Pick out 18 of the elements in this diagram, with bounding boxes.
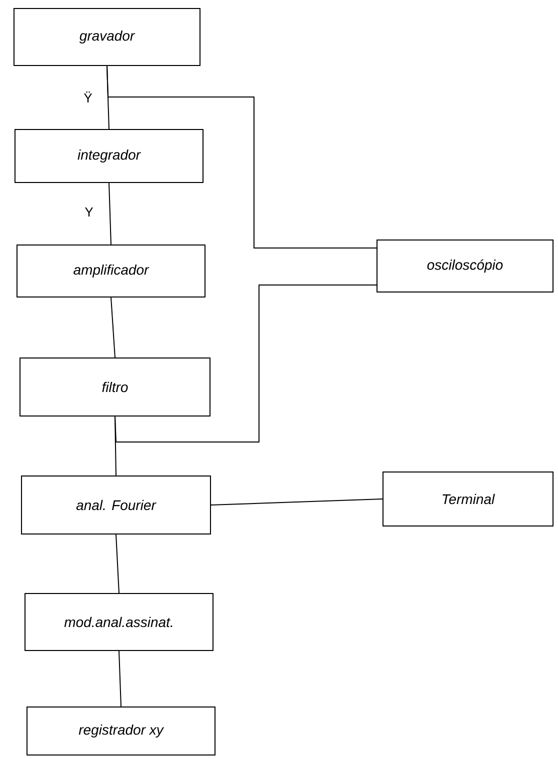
connector-line [118, 650, 122, 707]
edge-label: Y [84, 206, 94, 218]
process-box: gravador [14, 8, 200, 66]
connector-line [210, 498, 383, 506]
connector-line [110, 297, 116, 358]
connector-line [108, 182, 112, 245]
process-box: mod.anal.assinat. [24, 593, 214, 651]
process-box: osciloscópio [376, 240, 554, 292]
connector-line [114, 284, 377, 442]
process-box: integrador [14, 129, 204, 183]
edge-label: Ÿ [82, 90, 94, 104]
process-box: filtro [20, 358, 210, 416]
process-box: Terminal [382, 472, 554, 526]
process-box: registrador xy [26, 706, 216, 756]
connector-line [106, 66, 377, 248]
process-box: anal. Fourier [21, 476, 211, 534]
process-box: amplificador [16, 244, 206, 298]
connector-line [116, 534, 120, 594]
